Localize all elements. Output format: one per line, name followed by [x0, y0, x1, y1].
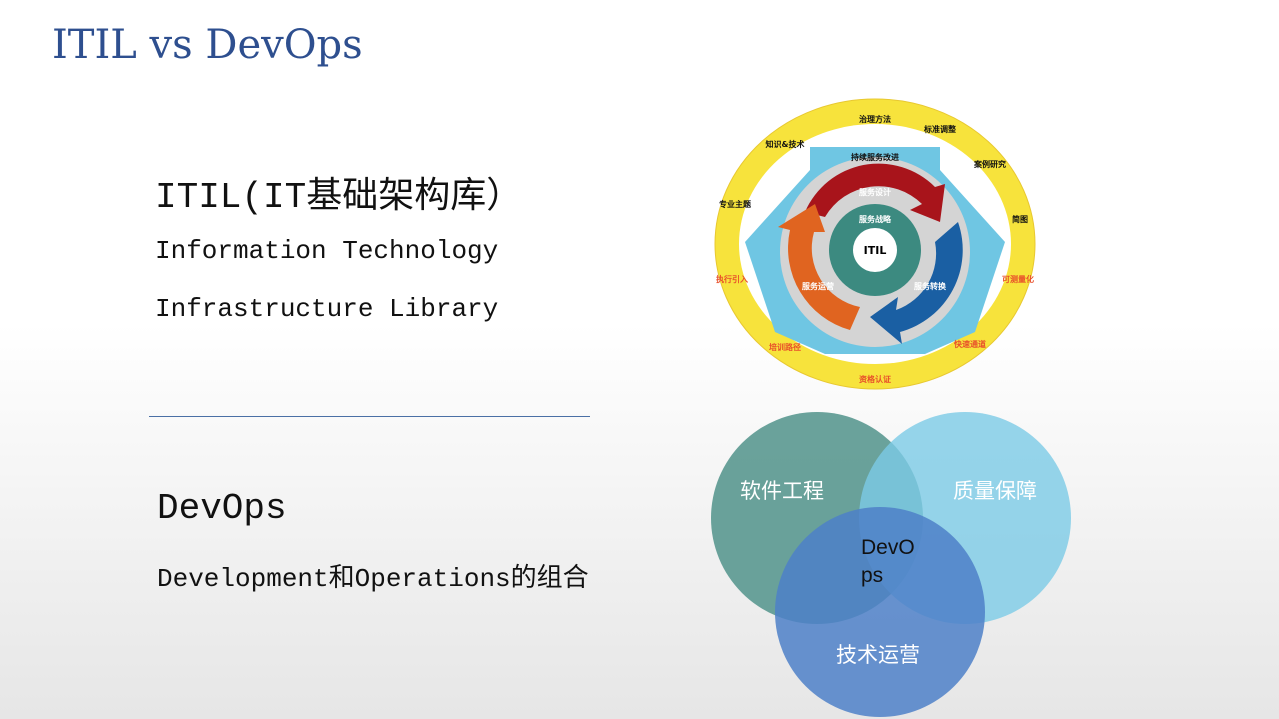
strategy-label: 服务战略 — [859, 214, 892, 224]
ring-label: 简图 — [1012, 214, 1028, 224]
ring-label: 执行引入 — [716, 274, 748, 284]
ring-label: 可测量化 — [1002, 274, 1034, 284]
devops-heading: DevOps — [157, 488, 287, 529]
itil-line-1: Information Technology — [155, 236, 499, 266]
design-arrow — [805, 163, 945, 222]
devops-venn-diagram: 软件工程 质量保障 技术运营 DevO ps — [711, 412, 1071, 717]
venn-label-operations: 技术运营 — [836, 643, 920, 667]
itil-heading: ITIL(IT基础架构库） — [155, 177, 523, 218]
operation-label: 服务运营 — [802, 281, 834, 291]
ring-label: 治理方法 — [859, 114, 891, 124]
venn-label-software-engineering: 软件工程 — [740, 479, 824, 503]
venn-label-quality-assurance: 质量保障 — [953, 479, 1037, 503]
ring-label: 案例研究 — [973, 159, 1006, 169]
venn-intersection-label-line2: ps — [861, 564, 883, 587]
design-label: 服务设计 — [859, 187, 891, 197]
transition-label: 服务转换 — [914, 281, 947, 291]
venn-circle-operations — [775, 507, 985, 717]
ring-label: 资格认证 — [859, 374, 891, 384]
improvement-label: 持续服务改进 — [851, 152, 899, 162]
itil-lifecycle-diagram: ITIL 服务战略 服务设计 服务转换 服务运营 持续服务改进 治理方法 标准调… — [714, 98, 1036, 390]
devops-subtitle: Development和Operations的组合 — [157, 564, 589, 594]
itil-center-label: ITIL — [864, 244, 887, 257]
venn-intersection-label-line1: DevO — [861, 536, 915, 559]
ring-label: 标准调整 — [923, 124, 956, 134]
operation-arrow — [778, 204, 860, 330]
ring-label: 专业主题 — [719, 199, 752, 209]
ring-label: 培训路径 — [769, 342, 801, 352]
ring-label: 快速通道 — [954, 339, 986, 349]
section-divider — [149, 416, 590, 417]
transition-arrow — [870, 222, 963, 344]
ring-label: 知识&技术 — [766, 139, 805, 149]
itil-core — [853, 228, 897, 272]
slide-title: ITIL vs DevOps — [52, 22, 363, 68]
itil-line-2: Infrastructure Library — [155, 294, 499, 324]
